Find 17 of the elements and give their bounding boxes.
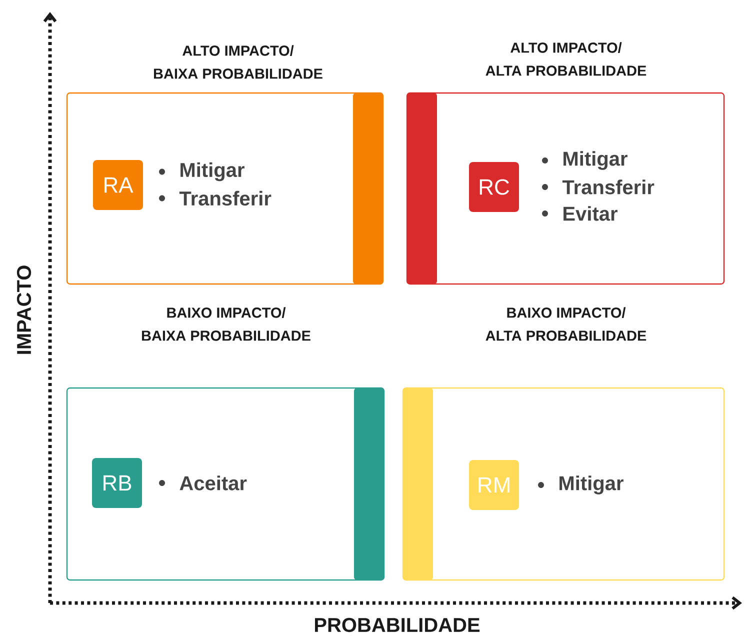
bullet-item: Mitigar [564, 151, 628, 170]
quadrant-heading: BAIXO IMPACTO/ BAIXA PROBABILIDADE [142, 307, 310, 341]
risk-badge: RM [469, 460, 519, 510]
axis-label: IMPACTO [16, 266, 32, 354]
bullet-item: Mitigar [560, 476, 624, 494]
quadrant-heading: BAIXO IMPACTO/ ALTA PROBABILIDADE [486, 307, 646, 341]
bullet-item: Evitar [564, 206, 618, 221]
risk-badge: RA [93, 160, 143, 210]
axis-label: PROBABILIDADE [315, 618, 480, 632]
bullet-item: Aceitar [180, 476, 247, 490]
risk-badge: RC [469, 162, 519, 212]
bullet-item: Transferir [179, 190, 272, 206]
bullet-item: Transferir [562, 180, 654, 194]
quadrant-heading: ALTO IMPACTO/ ALTA PROBABILIDADE [486, 42, 646, 76]
quadrant-heading: ALTO IMPACTO/ BAIXA PROBABILIDADE [154, 45, 322, 79]
bullet-item: Mitigar [180, 162, 244, 182]
risk-badge: RB [92, 458, 142, 508]
